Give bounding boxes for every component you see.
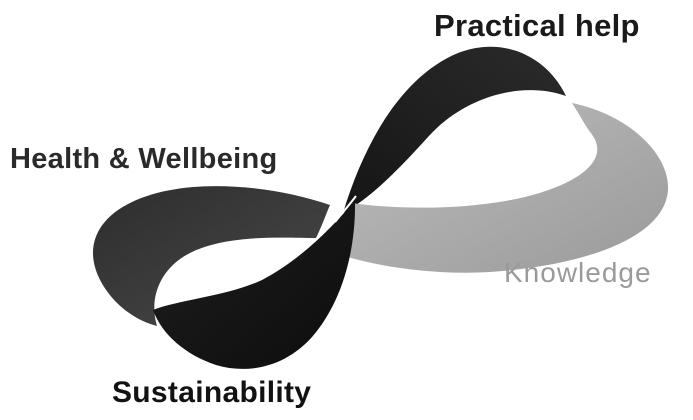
crossing-highlight [334,195,357,223]
label-practical-help: Practical help [434,8,640,43]
knowledge-ribbon [348,103,669,273]
label-knowledge: Knowledge [504,257,652,288]
practical-help-ribbon [343,46,566,213]
label-sustainability: Sustainability [112,376,312,409]
health-wellbeing-ribbon [93,186,330,326]
sustainability-ribbon [153,200,356,369]
label-health-wellbeing: Health & Wellbeing [10,143,278,175]
